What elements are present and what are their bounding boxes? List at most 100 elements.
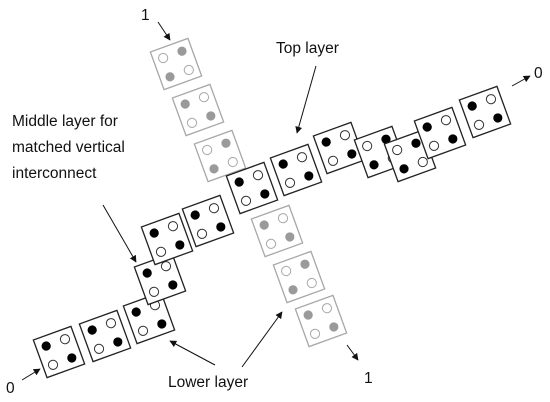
- horizontal-wire: [32, 85, 512, 379]
- empty-dot: [227, 156, 238, 168]
- lower-layer-pointer-left: [169, 340, 216, 366]
- empty-dot: [309, 328, 321, 339]
- output-label-vertical: 1: [364, 370, 373, 387]
- filled-dot: [142, 268, 152, 278]
- gray-dot: [209, 164, 219, 174]
- horizontal-cell: [225, 161, 279, 215]
- empty-dot: [327, 155, 339, 166]
- horizontal-cell: [458, 85, 512, 139]
- filled-dot: [260, 189, 270, 199]
- output-arrow-vertical: [346, 344, 359, 361]
- middle-layer-label-line1: Middle layer for: [12, 113, 118, 130]
- filled-dot: [381, 134, 391, 144]
- filled-dot: [190, 210, 200, 220]
- filled-dot: [41, 341, 51, 351]
- filled-dot: [422, 122, 432, 132]
- gray-dot: [165, 72, 175, 82]
- filled-dot: [278, 159, 288, 169]
- empty-dot: [277, 213, 289, 224]
- empty-dot: [339, 130, 351, 141]
- filled-dot: [131, 307, 141, 317]
- empty-dot: [155, 246, 167, 257]
- filled-dot: [87, 325, 97, 335]
- gray-dot: [285, 232, 295, 242]
- horizontal-cell: [181, 194, 235, 248]
- horizontal-cell: [312, 121, 366, 175]
- gray-dot: [221, 138, 231, 148]
- empty-dot: [417, 156, 428, 168]
- filled-dot: [467, 101, 477, 111]
- horizontal-cell: [32, 325, 86, 379]
- horizontal-cell: [140, 212, 194, 266]
- empty-dot: [137, 325, 149, 336]
- filled-dot: [234, 177, 244, 187]
- empty-dot: [186, 117, 198, 128]
- input-label-vertical: 1: [141, 7, 150, 24]
- input-arrow-horizontal: [21, 368, 41, 381]
- empty-dot: [198, 92, 210, 103]
- empty-dot: [240, 195, 252, 206]
- filled-dot: [157, 319, 167, 329]
- empty-dot: [362, 140, 373, 152]
- empty-dot: [167, 221, 179, 232]
- gray-dot: [288, 285, 298, 295]
- empty-dot: [296, 152, 308, 163]
- empty-dot: [59, 334, 71, 345]
- filled-dot: [399, 164, 409, 174]
- gray-dot: [177, 46, 187, 56]
- filled-dot: [168, 280, 178, 290]
- empty-dot: [158, 52, 169, 64]
- gray-dot: [329, 322, 339, 332]
- output-label-horizontal: 0: [534, 65, 543, 82]
- empty-dot: [196, 228, 208, 239]
- empty-dot: [281, 265, 292, 277]
- output-arrow-horizontal: [511, 75, 531, 87]
- empty-dot: [47, 359, 59, 370]
- horizontal-cell: [78, 309, 132, 363]
- filled-dot: [113, 337, 123, 347]
- empty-dot: [392, 144, 403, 156]
- vertical-cell: [171, 83, 225, 137]
- middle-layer-label-line3: interconnect: [12, 165, 97, 182]
- gray-dot: [300, 259, 310, 269]
- filled-dot: [304, 171, 314, 181]
- filled-dot: [347, 149, 357, 159]
- empty-dot: [306, 277, 317, 289]
- empty-dot: [202, 144, 213, 156]
- lower-layer-pointer-right: [241, 311, 283, 368]
- filled-dot: [149, 228, 159, 238]
- filled-dot: [321, 137, 331, 147]
- filled-dot: [493, 113, 503, 123]
- empty-dot: [252, 170, 264, 181]
- vertical-cell: [294, 294, 348, 348]
- vertical-cell: [250, 204, 304, 258]
- top-layer-label: Top layer: [276, 40, 339, 57]
- empty-dot: [183, 64, 194, 76]
- input-arrow-vertical: [157, 21, 171, 41]
- horizontal-cell: [122, 291, 176, 345]
- horizontal-cell: [269, 143, 323, 197]
- empty-dot: [428, 140, 440, 151]
- vertical-cell: [272, 250, 326, 304]
- filled-dot: [67, 353, 77, 363]
- empty-dot: [105, 318, 117, 329]
- vertical-wire: [149, 37, 348, 348]
- filled-dot: [411, 138, 421, 148]
- empty-dot: [321, 303, 333, 314]
- empty-dot: [265, 238, 277, 249]
- gray-dot: [303, 310, 313, 320]
- top-layer-pointer: [295, 65, 317, 134]
- empty-dot: [148, 286, 160, 297]
- filled-dot: [175, 240, 185, 250]
- empty-dot: [208, 203, 220, 214]
- empty-dot: [284, 177, 296, 188]
- middle-layer-label-line2: matched vertical: [12, 139, 125, 156]
- horizontal-cell: [413, 106, 467, 160]
- gray-dot: [259, 220, 269, 230]
- empty-dot: [473, 119, 485, 130]
- empty-dot: [440, 115, 452, 126]
- empty-dot: [485, 94, 497, 105]
- filled-dot: [216, 222, 226, 232]
- filled-dot: [369, 160, 379, 170]
